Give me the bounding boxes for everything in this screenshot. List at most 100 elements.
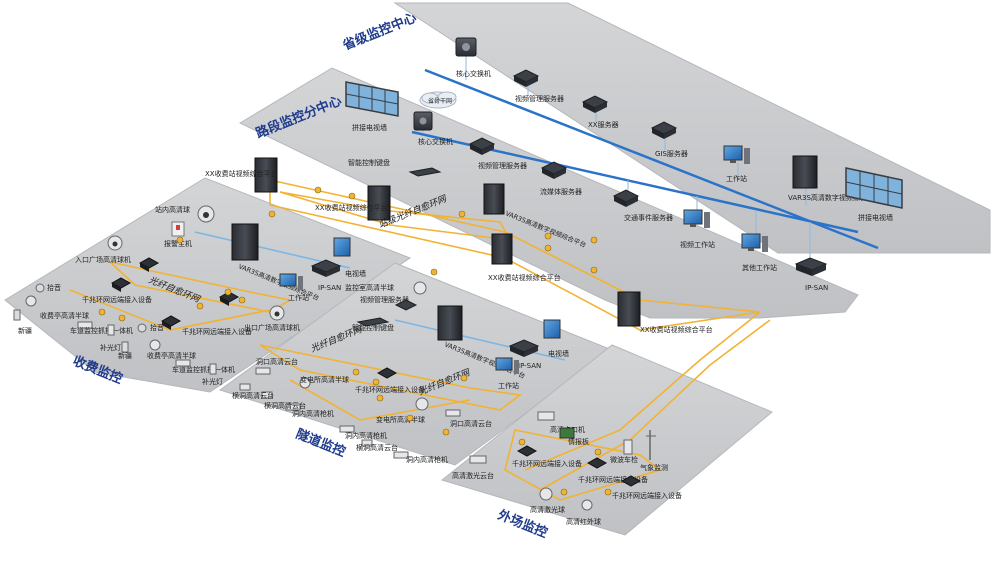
segment-ipsan-label: IP-SAN	[805, 284, 828, 292]
tunnel-control-dome[interactable]	[413, 281, 427, 295]
segment-vms[interactable]	[468, 137, 496, 155]
segment-video-wall[interactable]	[345, 81, 399, 117]
toll-lane-dome-label: 收费亭高清半球	[40, 311, 89, 320]
toll-plate-cam-2[interactable]	[175, 359, 191, 367]
toll-ws[interactable]	[279, 273, 303, 290]
field-ptz[interactable]	[469, 455, 487, 464]
province-var-platform[interactable]	[792, 155, 818, 189]
toll-plate-cam[interactable]	[77, 321, 93, 329]
segment-event-server[interactable]	[612, 189, 640, 207]
rack-icon	[792, 155, 818, 189]
tunnel-vms[interactable]	[394, 299, 418, 311]
province-workstation[interactable]	[723, 145, 750, 164]
segment-video-ws[interactable]	[683, 209, 710, 228]
tunnel-cam-11-label: 横洞高清云台	[232, 391, 274, 400]
toll-access-2-label: 千兆环网远端接入设备	[182, 327, 252, 336]
segment-rack[interactable]	[483, 183, 505, 215]
tunnel-cam-11[interactable]	[239, 383, 251, 391]
field-weather[interactable]	[646, 430, 656, 460]
tunnel-cam-2[interactable]	[299, 377, 311, 389]
tunnel-cam-2-label: 变电所高清半球	[300, 375, 349, 384]
tunnel-keyboard-label: 智能控制键盘	[352, 323, 394, 332]
segment-keyboard[interactable]	[408, 167, 442, 177]
station-3[interactable]	[491, 233, 513, 265]
toll-lane-dome[interactable]	[25, 295, 37, 307]
toll-fill-light-2[interactable]	[209, 363, 217, 375]
province-platform	[393, 2, 991, 254]
tunnel-cam-9[interactable]	[361, 439, 373, 447]
province-vms-label: 视频管理服务器	[515, 94, 564, 103]
field-board[interactable]	[559, 427, 575, 439]
toll-pickup[interactable]	[35, 283, 45, 293]
segment-core-switch[interactable]	[413, 111, 433, 131]
field-speed[interactable]	[623, 439, 633, 455]
toll-entry-dome[interactable]	[107, 235, 123, 251]
toll-spike-label: 新疆	[18, 326, 32, 335]
toll-exit-dome[interactable]	[269, 305, 285, 321]
toll-plate-2-label: 车道监控抓拍一体机	[172, 365, 235, 374]
field-checkpoint[interactable]	[537, 411, 555, 421]
toll-pickup-2[interactable]	[137, 323, 147, 333]
province-vms[interactable]	[512, 69, 540, 87]
toll-access-2[interactable]	[110, 277, 132, 292]
tunnel-cam-6[interactable]	[415, 397, 429, 411]
dome-camera-icon	[413, 281, 427, 295]
toll-lane-dome-2[interactable]	[149, 339, 161, 351]
station-1[interactable]	[254, 157, 278, 193]
segment-media-server[interactable]	[540, 161, 568, 179]
toll-fill-light[interactable]	[107, 324, 115, 336]
workstation-icon	[683, 209, 703, 225]
tunnel-access-1[interactable]	[376, 367, 398, 379]
province-xx-server[interactable]	[581, 95, 609, 113]
camera-icon	[445, 409, 461, 417]
field-access-2[interactable]	[586, 457, 608, 469]
segment-other-ws[interactable]	[741, 233, 768, 252]
province-gis-server[interactable]	[650, 121, 678, 139]
toll-ipsan[interactable]	[310, 259, 342, 277]
tunnel-cam-5[interactable]	[261, 391, 273, 399]
field-laser-dome[interactable]	[539, 487, 553, 501]
tunnel-ws[interactable]	[495, 357, 519, 374]
station-4[interactable]	[617, 291, 641, 327]
tunnel-keyboard[interactable]	[356, 317, 390, 327]
toll-alarm[interactable]	[171, 221, 185, 237]
tunnel-rack[interactable]	[437, 305, 463, 341]
field-ir-dome[interactable]	[581, 499, 593, 511]
toll-plaza-dome[interactable]	[197, 205, 215, 223]
field-access-3[interactable]	[620, 475, 642, 487]
toll-plate-label: 车道监控抓拍一体机	[70, 326, 133, 335]
toll-tv[interactable]	[333, 237, 351, 257]
tunnel-cam-1[interactable]	[255, 367, 271, 375]
toll-fill-2-label: 补光灯	[202, 377, 223, 386]
tunnel-cam-10[interactable]	[393, 451, 409, 459]
station-1-label: XX收费站视频综合平台	[205, 169, 278, 178]
tunnel-cam-7[interactable]	[445, 409, 461, 417]
microphone-icon	[35, 283, 45, 293]
toll-spike[interactable]	[13, 309, 21, 321]
toll-rack[interactable]	[231, 223, 259, 261]
tunnel-cam-4[interactable]	[285, 403, 301, 411]
tunnel-cam-8[interactable]	[339, 425, 355, 433]
field-platform	[440, 344, 773, 536]
tunnel-cam-6-label: 变电所高清半球	[376, 415, 425, 424]
toll-access-4[interactable]	[160, 315, 182, 330]
tunnel-ipsan[interactable]	[508, 339, 540, 357]
province-core-switch[interactable]	[455, 37, 477, 57]
station-2[interactable]	[367, 185, 391, 221]
radar-icon	[623, 439, 633, 455]
fiber-couplers	[98, 186, 612, 496]
toll-access-label: 千兆环网远端接入设备	[82, 295, 152, 304]
segment-vms-label: 视频管理服务器	[478, 161, 527, 170]
keyboard-icon	[408, 167, 442, 177]
dome-camera-icon	[539, 487, 553, 501]
province-video-wall[interactable]	[845, 167, 903, 209]
field-access-1-label: 千兆环网远端接入设备	[512, 459, 582, 468]
uplink-ring-2	[539, 319, 771, 491]
tunnel-tv[interactable]	[543, 319, 561, 339]
tunnel-access-label: 千兆环网远端接入设备	[355, 385, 425, 394]
toll-spike-2[interactable]	[121, 341, 129, 353]
camera-icon	[537, 411, 555, 421]
toll-access-1[interactable]	[138, 257, 160, 272]
segment-ipsan[interactable]	[794, 257, 828, 276]
field-access-1[interactable]	[516, 445, 538, 457]
